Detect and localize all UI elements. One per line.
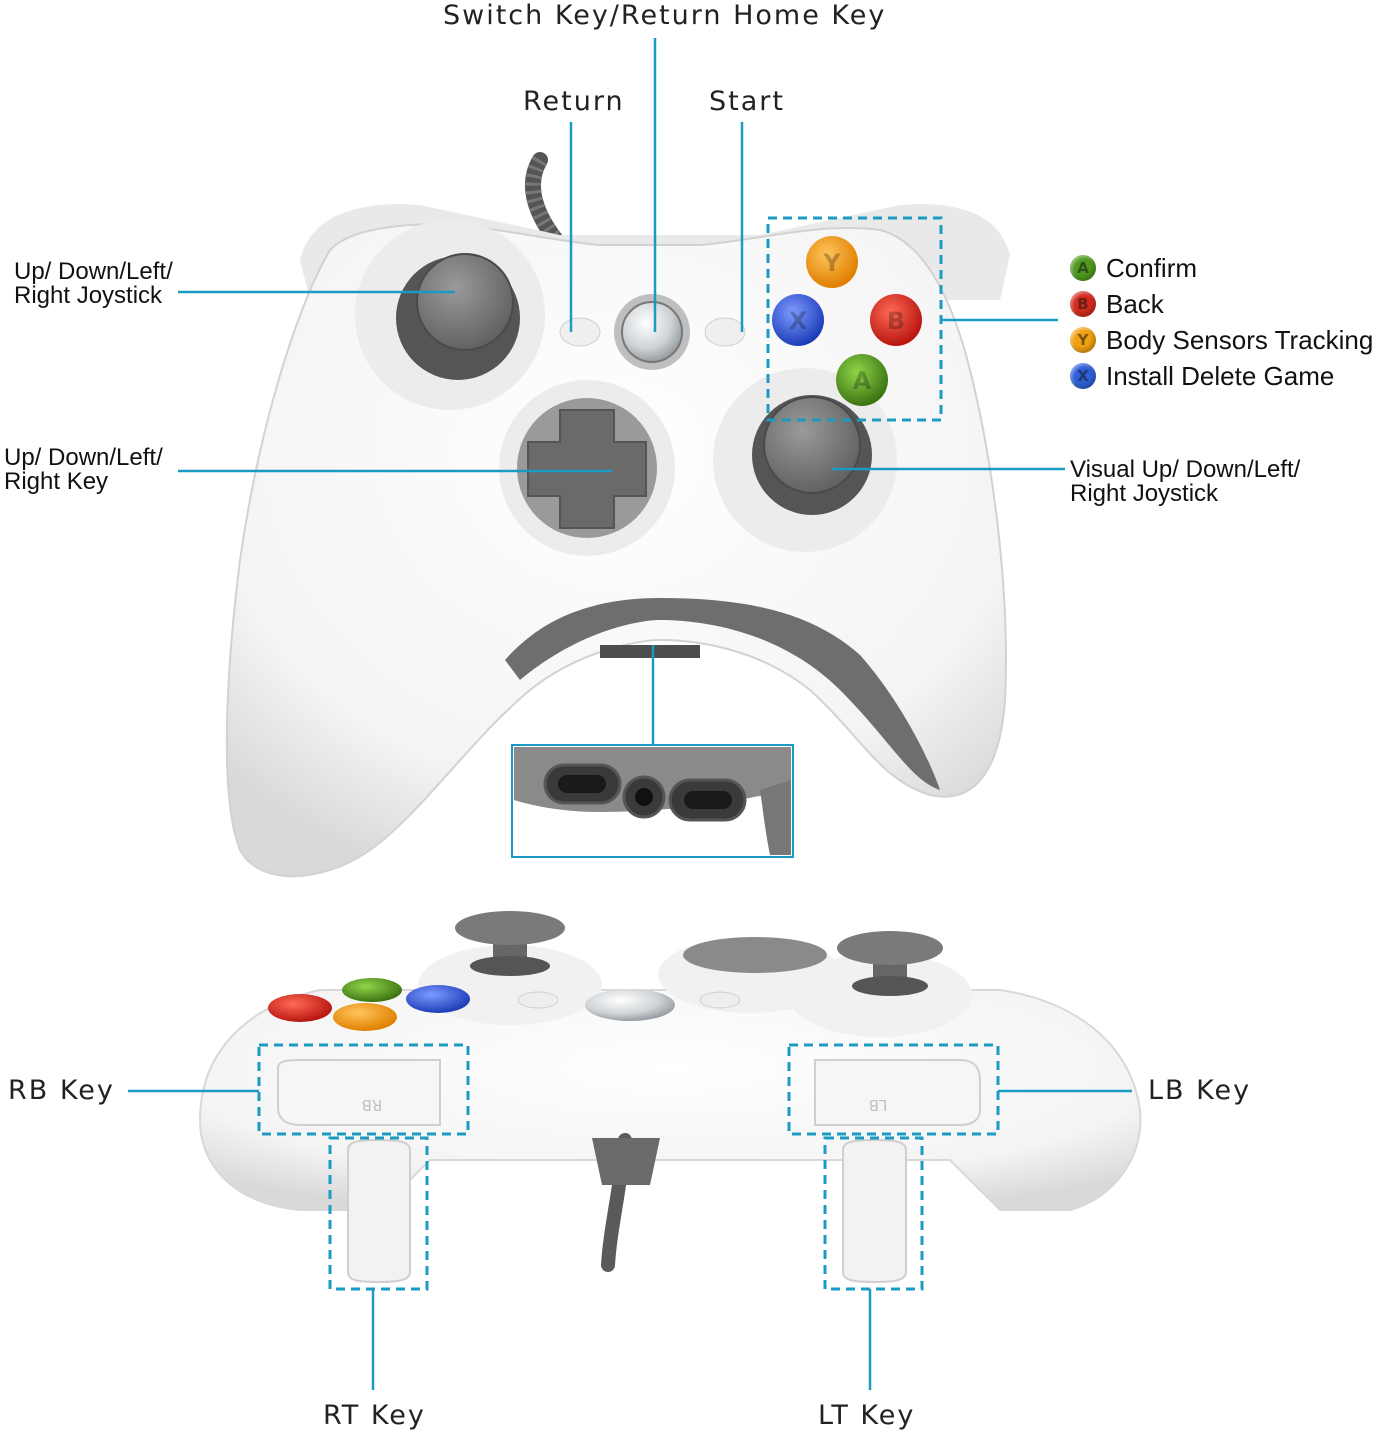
start-label: Start xyxy=(709,86,785,117)
lb-key-label: LB Key xyxy=(1148,1075,1252,1106)
legend-label: Install Delete Game xyxy=(1106,360,1335,391)
front-back-button[interactable] xyxy=(699,991,741,1009)
legend-label: Body Sensors Tracking xyxy=(1106,324,1374,355)
lt-trigger[interactable] xyxy=(842,1138,907,1284)
legend-label: Back xyxy=(1106,288,1164,319)
rb-bumper[interactable] xyxy=(277,1059,441,1126)
front-y-button[interactable] xyxy=(333,1003,397,1031)
stick-top-a[interactable] xyxy=(455,911,565,945)
left-joystick-label-line2: Right Joystick xyxy=(14,282,163,309)
cable-strain-relief xyxy=(592,1138,660,1185)
left-stick-cap[interactable] xyxy=(416,253,514,351)
grip-underside xyxy=(505,598,940,790)
lt-key-label: LT Key xyxy=(818,1400,916,1431)
rt-trigger[interactable] xyxy=(347,1138,411,1284)
dpad-label: Up/ Down/Left/ Right Key xyxy=(4,446,163,494)
return-label: Return xyxy=(523,86,625,117)
button-legend: A Confirm B Back Y Body Sensors Tracking… xyxy=(1070,250,1373,394)
b-button[interactable] xyxy=(870,294,922,346)
right-stick-cap[interactable] xyxy=(763,396,861,494)
legend-item-install-delete: X Install Delete Game xyxy=(1070,358,1373,394)
stick-base-a xyxy=(470,956,550,976)
back-button[interactable] xyxy=(559,317,601,347)
b-button-glyph: B xyxy=(887,307,905,335)
face-buttons: Y B X A xyxy=(772,236,922,406)
right-joystick-label-line1: Visual Up/ Down/Left/ xyxy=(1070,456,1301,483)
legend-item-body-sensors: Y Body Sensors Tracking xyxy=(1070,322,1373,358)
stick-top-b[interactable] xyxy=(837,931,943,965)
guide-button[interactable] xyxy=(621,301,683,363)
lb-bumper-label: LB xyxy=(869,1096,888,1114)
legend-item-back: B Back xyxy=(1070,286,1373,322)
rb-key-label: RB Key xyxy=(8,1075,115,1106)
right-joystick-label: Visual Up/ Down/Left/ Right Joystick xyxy=(1070,458,1300,506)
legend-label: Confirm xyxy=(1106,252,1198,283)
audio-jack-hole xyxy=(635,788,653,806)
front-guide-button[interactable] xyxy=(585,989,675,1021)
y-button-icon: Y xyxy=(1070,327,1096,353)
lb-bumper[interactable] xyxy=(814,1059,981,1126)
right-joystick-label-line2: Right Joystick xyxy=(1070,480,1219,507)
dpad-label-line1: Up/ Down/Left/ xyxy=(4,444,163,471)
port-slot-right-hole xyxy=(684,791,732,809)
a-button-icon: A xyxy=(1070,255,1096,281)
bottom-controller: RB LB xyxy=(198,911,1142,1291)
front-b-button[interactable] xyxy=(268,994,332,1022)
top-controller: Y B X A xyxy=(225,152,1010,878)
legend-item-confirm: A Confirm xyxy=(1070,250,1373,286)
x-button-icon: X xyxy=(1070,363,1096,389)
port-slot-left-hole xyxy=(558,775,606,793)
rt-key-label: RT Key xyxy=(323,1400,426,1431)
rb-bumper-label: RB xyxy=(362,1096,383,1114)
rt-highlight xyxy=(328,1136,429,1291)
x-button[interactable] xyxy=(772,294,824,346)
dpad-label-line2: Right Key xyxy=(4,468,109,495)
dpad-top[interactable] xyxy=(683,937,827,973)
left-joystick-label-line1: Up/ Down/Left/ xyxy=(14,258,173,285)
front-a-button[interactable] xyxy=(342,978,402,1002)
front-x-button[interactable] xyxy=(406,985,470,1013)
a-button-glyph: A xyxy=(853,367,872,395)
y-button[interactable] xyxy=(806,236,858,288)
stick-base-b xyxy=(852,976,928,996)
a-button[interactable] xyxy=(836,354,888,406)
port-inset xyxy=(511,744,794,858)
callout-lines xyxy=(128,38,1132,1390)
port-inset-side xyxy=(760,780,791,855)
expansion-port xyxy=(600,645,700,658)
y-button-glyph: Y xyxy=(822,249,841,277)
start-button[interactable] xyxy=(704,317,746,347)
b-button-icon: B xyxy=(1070,291,1096,317)
x-button-glyph: X xyxy=(789,307,808,335)
switch-home-label: Switch Key/Return Home Key xyxy=(443,0,887,31)
left-joystick-label: Up/ Down/Left/ Right Joystick xyxy=(14,260,173,308)
lt-highlight xyxy=(823,1136,924,1291)
front-start-button[interactable] xyxy=(517,991,559,1009)
dpad[interactable] xyxy=(527,409,647,529)
